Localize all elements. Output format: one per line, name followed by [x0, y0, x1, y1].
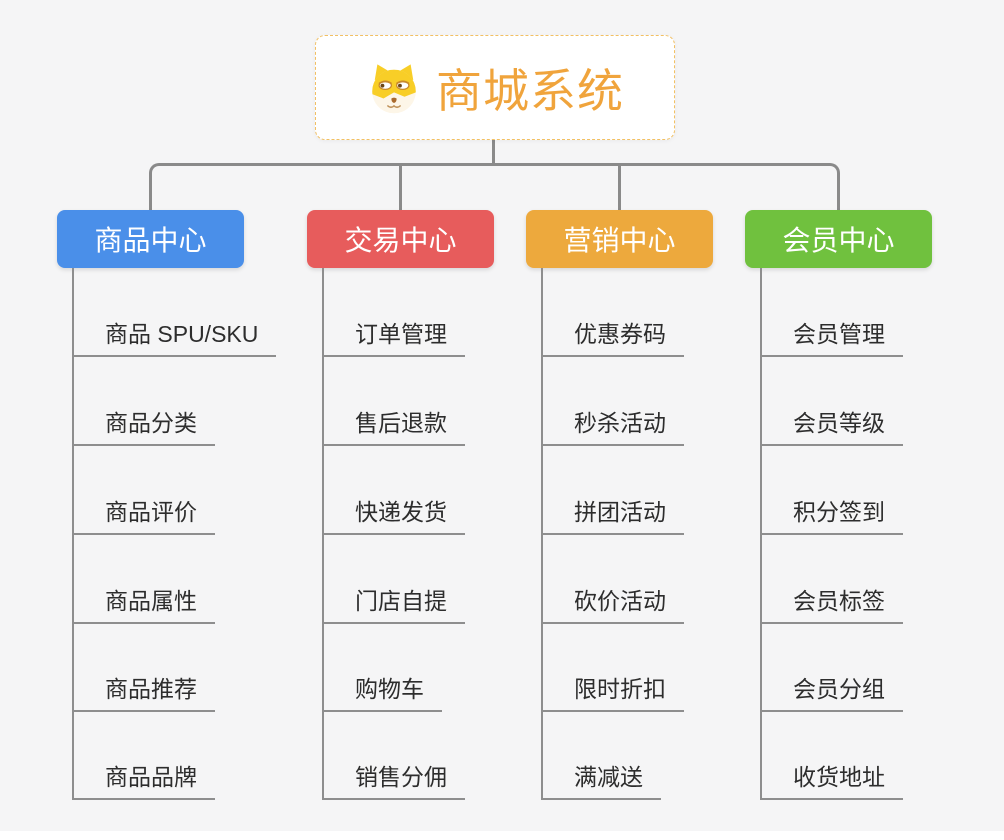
branch-topic-label: 会员中心	[782, 225, 895, 256]
branch-topic-label: 交易中心	[344, 225, 457, 256]
subtopic-4-5[interactable]: 会员分组	[760, 666, 903, 712]
subtopic-label: 售后退款	[355, 410, 447, 436]
subtopic-2-1[interactable]: 订单管理	[322, 311, 465, 357]
subtopic-3-2[interactable]: 秒杀活动	[541, 400, 684, 446]
subtopic-label: 会员等级	[793, 410, 885, 436]
root-topic[interactable]: 商城系统	[315, 35, 675, 140]
subtopic-1-3[interactable]: 商品评价	[72, 489, 215, 535]
subtopic-label: 商品推荐	[105, 676, 197, 702]
subtopic-label: 商品分类	[105, 410, 197, 436]
subtopic-4-3[interactable]: 积分签到	[760, 489, 903, 535]
branch-topic-4[interactable]: 会员中心	[745, 210, 932, 268]
subtopic-label: 商品品牌	[105, 764, 197, 790]
subtopic-label: 会员标签	[793, 588, 885, 614]
bottom-strip	[0, 831, 1004, 840]
subtopic-2-2[interactable]: 售后退款	[322, 400, 465, 446]
subtopic-2-4[interactable]: 门店自提	[322, 578, 465, 624]
subtopic-2-5[interactable]: 购物车	[322, 666, 442, 712]
subtopic-2-3[interactable]: 快递发货	[322, 489, 465, 535]
subtopic-label: 快递发货	[355, 499, 447, 525]
dog-icon	[372, 63, 416, 113]
subtopic-label: 收货地址	[793, 764, 885, 790]
subtopic-4-6[interactable]: 收货地址	[760, 754, 903, 800]
subtopic-2-6[interactable]: 销售分佣	[322, 754, 465, 800]
subtopic-3-3[interactable]: 拼团活动	[541, 489, 684, 535]
branch-topic-label: 营销中心	[563, 225, 676, 256]
subtopic-label: 会员管理	[793, 321, 885, 347]
subtopic-label: 商品评价	[105, 499, 197, 525]
connector-stub-branch-2	[399, 163, 402, 210]
connector-stub-branch-3	[618, 163, 621, 210]
subtopic-1-6[interactable]: 商品品牌	[72, 754, 215, 800]
branch-topic-label: 商品中心	[94, 225, 207, 256]
subtopic-label: 限时折扣	[574, 676, 666, 702]
subtopic-label: 积分签到	[793, 499, 885, 525]
subtopic-1-5[interactable]: 商品推荐	[72, 666, 215, 712]
subtopic-4-4[interactable]: 会员标签	[760, 578, 903, 624]
subtopic-3-1[interactable]: 优惠券码	[541, 311, 684, 357]
subtopic-label: 商品 SPU/SKU	[105, 321, 259, 347]
connector-root-drop	[492, 139, 495, 165]
subtopic-label: 秒杀活动	[574, 410, 666, 436]
subtopic-3-5[interactable]: 限时折扣	[541, 666, 684, 712]
subtopic-4-2[interactable]: 会员等级	[760, 400, 903, 446]
subtopic-label: 购物车	[355, 676, 424, 702]
subtopic-label: 销售分佣	[355, 764, 447, 790]
subtopic-label: 会员分组	[793, 676, 885, 702]
subtopic-label: 优惠券码	[574, 321, 666, 347]
subtopic-1-4[interactable]: 商品属性	[72, 578, 215, 624]
subtopic-4-1[interactable]: 会员管理	[760, 311, 903, 357]
branch-topic-3[interactable]: 营销中心	[526, 210, 713, 268]
subtopic-label: 砍价活动	[574, 588, 666, 614]
subtopic-1-1[interactable]: 商品 SPU/SKU	[72, 311, 277, 357]
subtopic-label: 拼团活动	[574, 499, 666, 525]
subtopic-label: 订单管理	[355, 321, 447, 347]
subtopic-3-4[interactable]: 砍价活动	[541, 578, 684, 624]
subtopic-label: 商品属性	[105, 588, 197, 614]
branch-topic-2[interactable]: 交易中心	[307, 210, 494, 268]
subtopic-label: 门店自提	[355, 588, 447, 614]
connector-bus	[149, 163, 840, 210]
subtopic-3-6[interactable]: 满减送	[541, 754, 661, 800]
root-topic-label: 商城系统	[436, 64, 624, 117]
subtopic-label: 满减送	[574, 764, 643, 790]
branch-topic-1[interactable]: 商品中心	[57, 210, 244, 268]
subtopic-1-2[interactable]: 商品分类	[72, 400, 215, 446]
